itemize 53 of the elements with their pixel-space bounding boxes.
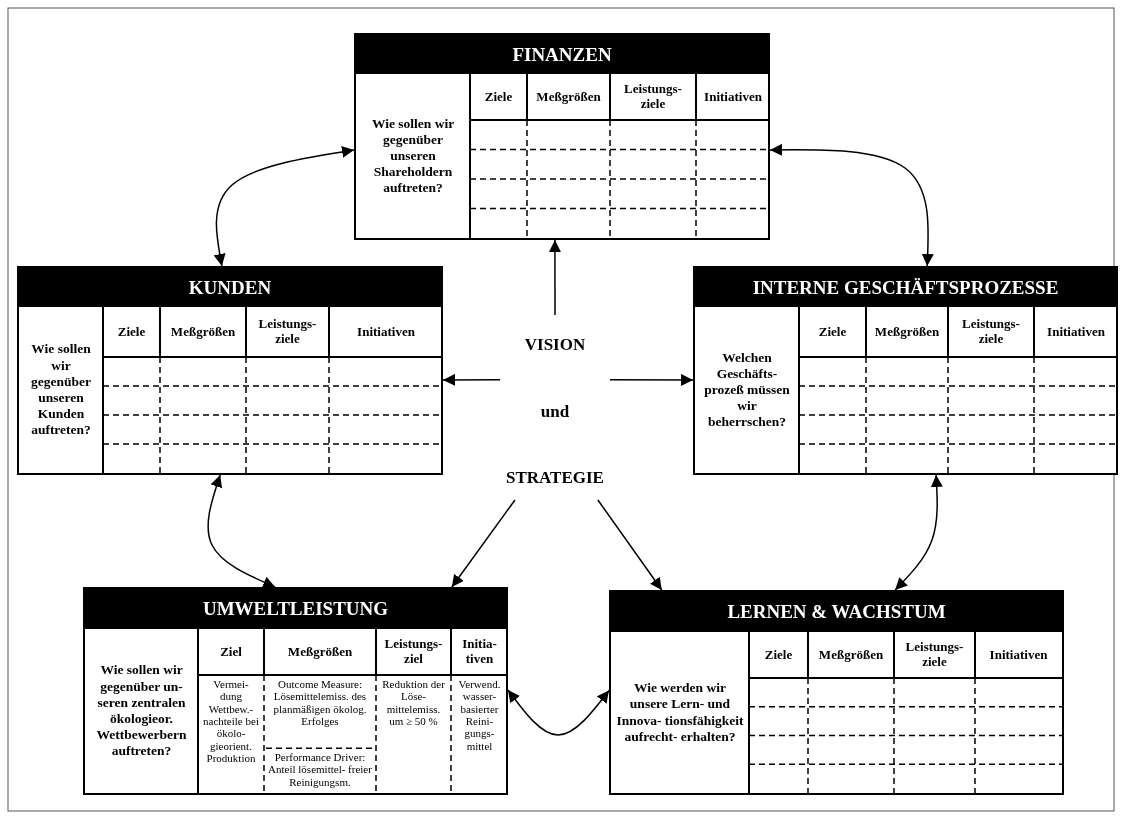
center-text: und bbox=[540, 401, 570, 422]
column-header: Meßgrößen bbox=[169, 322, 237, 341]
column-header: Ziele bbox=[116, 322, 147, 341]
column-header: Initiativen bbox=[988, 645, 1049, 664]
question-text: Welchen Geschäfts- prozeß müssen wir beherrschen? bbox=[703, 348, 791, 432]
question-text: Wie werden wir unsere Lern- und Innova- tionsfähigkeit aufrecht- erhalten? bbox=[615, 679, 745, 746]
column-header: Ziele bbox=[483, 87, 514, 106]
table-card bbox=[17, 266, 443, 475]
center-text: STRATEGIE bbox=[506, 468, 604, 488]
table-title: UMWELTLEISTUNG bbox=[85, 589, 506, 629]
column-header: Meßgrößen bbox=[873, 322, 941, 341]
arrow bbox=[609, 373, 694, 386]
column-header: Ziele bbox=[763, 645, 794, 664]
column-header: Initiativen bbox=[356, 322, 416, 341]
question-text: Wie sollen wir gegenüber un- seren zentralen ökologieor. Wettbewerbern auftreten? bbox=[95, 661, 188, 761]
arrow bbox=[451, 499, 516, 588]
question-text: Wie sollen wir gegenüber unseren Kunden auftreten? bbox=[30, 340, 92, 440]
column-header: Ziele bbox=[817, 322, 848, 341]
double-arrow bbox=[213, 145, 355, 267]
column-header: Leistungs- ziel bbox=[383, 635, 444, 668]
arrow bbox=[548, 239, 561, 316]
table-card bbox=[83, 587, 508, 795]
table-title: LERNEN & WACHSTUM bbox=[611, 592, 1062, 632]
column-header: Meßgrößen bbox=[535, 87, 602, 106]
table-card bbox=[354, 33, 770, 240]
cell-text: Vermei- dung Wettbew.- nachteile bei ökolo- gieorient. Produktion bbox=[202, 677, 260, 766]
column-header: Meßgrößen bbox=[817, 645, 885, 664]
table-title: KUNDEN bbox=[19, 268, 441, 307]
table-card bbox=[693, 266, 1118, 475]
column-header: Ziel bbox=[219, 642, 243, 661]
column-header: Meßgrößen bbox=[286, 642, 354, 661]
arrow bbox=[442, 373, 501, 386]
column-header: Leistungs- ziele bbox=[623, 80, 683, 113]
double-arrow bbox=[207, 474, 276, 588]
column-header: Initia- tiven bbox=[461, 635, 498, 668]
column-header: Leistungs- ziele bbox=[961, 315, 1021, 348]
column-header: Leistungs- ziele bbox=[904, 638, 965, 671]
cell-text: Performance Driver: Anteil lösemittel- freier Reinigungsm. bbox=[267, 750, 373, 790]
column-header: Initiativen bbox=[703, 87, 763, 106]
arrow bbox=[597, 499, 663, 591]
column-header: Initiativen bbox=[1046, 322, 1106, 341]
question-text: Wie sollen wir gegenüber unseren Shareholdern auftreten? bbox=[370, 114, 456, 198]
double-arrow bbox=[894, 474, 943, 591]
cell-text: Verwend. wasser- basierter Reini- gungs- mittel bbox=[457, 677, 502, 754]
double-arrow bbox=[769, 143, 934, 267]
table-card bbox=[609, 590, 1064, 795]
table-title: FINANZEN bbox=[356, 35, 768, 74]
table-title: INTERNE GESCHÄFTSPROZESSE bbox=[695, 268, 1116, 307]
center-text: VISION bbox=[524, 335, 586, 355]
double-arrow bbox=[507, 689, 610, 736]
column-header: Leistungs- ziele bbox=[257, 315, 318, 348]
cell-text: Outcome Measure: Lösemittelemiss. des planmäßigen ökolog. Erfolges bbox=[272, 677, 368, 729]
cell-text: Reduktion der Löse- mittelemiss. um ≥ 50 % bbox=[381, 677, 446, 729]
